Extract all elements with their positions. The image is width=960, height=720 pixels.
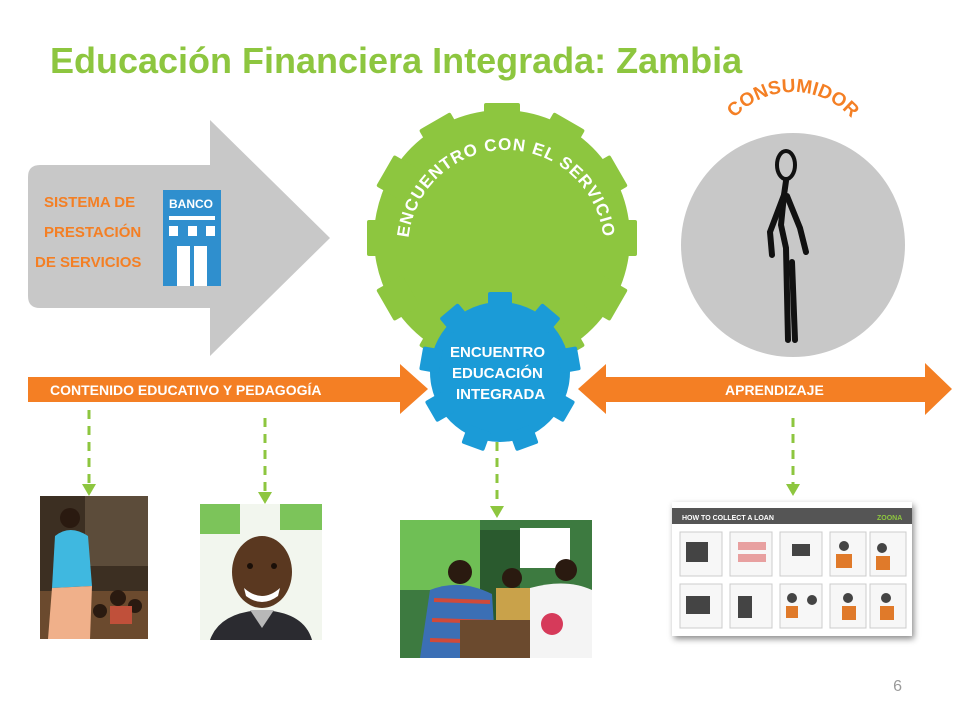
connector-arrowhead-2	[258, 492, 272, 504]
delivery-system-line-1: SISTEMA DE	[44, 194, 135, 211]
integrated-gear-line-1: ENCUENTRO	[450, 344, 545, 361]
loan-comic-strip: HOW TO COLLECT A LOAN ZOONA	[672, 502, 912, 636]
person-figure	[766, 149, 809, 343]
connector-arrowhead-3	[490, 506, 504, 518]
dashed-connectors	[87, 410, 795, 506]
page-number: 6	[893, 678, 902, 695]
slide-title: Educación Financiera Integrada: Zambia	[50, 40, 743, 81]
classroom-photo	[40, 496, 148, 639]
consumer-circle	[681, 133, 905, 357]
service-encounter-gear	[367, 103, 637, 373]
educational-content-label: CONTENIDO EDUCATIVO Y PEDAGOGÍA	[50, 382, 321, 398]
integrated-education-gear	[419, 292, 581, 451]
integrated-gear-line-2: EDUCACIÓN	[452, 364, 543, 382]
delivery-system-line-3: DE SERVICIOS	[35, 254, 141, 271]
comic-brand: ZOONA	[877, 515, 902, 522]
service-counter-photo	[400, 520, 592, 658]
connector-arrowhead-1	[82, 484, 96, 496]
integrated-gear-line-3: INTEGRADA	[456, 386, 545, 403]
learning-label: APRENDIZAJE	[725, 382, 824, 398]
connector-arrowhead-4	[786, 484, 800, 496]
bank-label: BANCO	[169, 197, 213, 211]
consumer-label: CONSUMIDOR	[723, 76, 863, 122]
educational-content-arrow	[28, 364, 428, 414]
smiling-man-photo	[200, 504, 322, 640]
bank-icon	[163, 190, 221, 286]
comic-header: HOW TO COLLECT A LOAN	[682, 515, 774, 522]
learning-arrow	[578, 363, 952, 415]
delivery-system-line-2: PRESTACIÓN	[44, 223, 141, 241]
